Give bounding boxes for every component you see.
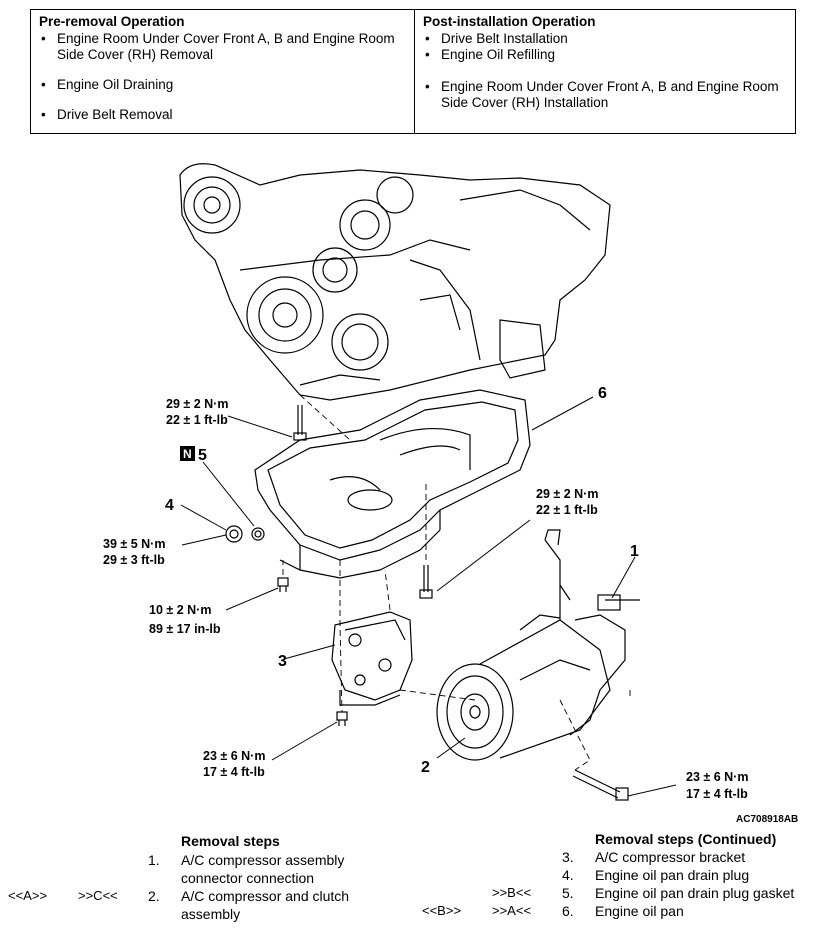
compressor-drawing <box>436 529 640 761</box>
new-part-mark-box <box>180 446 195 461</box>
torque-imperial: 17 ± 4 ft-lb <box>686 787 748 801</box>
step-number: 6. <box>562 903 574 919</box>
oil-pan-drawing <box>254 389 531 579</box>
new-part-mark: N <box>183 447 192 461</box>
step-number: 5. <box>562 885 574 901</box>
figure-id: AC708918AB <box>736 814 798 825</box>
pre-removal-title: Pre-removal Operation <box>39 14 185 29</box>
service-mark-removal: <<B>> <box>422 903 462 918</box>
leader-lines <box>180 396 677 797</box>
step-text: A/C compressor and clutch <box>181 888 350 904</box>
torque-imperial: 17 ± 4 ft-lb <box>203 765 265 779</box>
step-text: Engine oil pan <box>595 903 684 919</box>
torque-nm: 29 ± 2 N·m <box>536 487 598 501</box>
pre-removal-column: Pre-removal Operation Engine Room Under … <box>31 10 415 133</box>
post-installation-list: Drive Belt Installation Engine Oil Refil… <box>423 31 787 111</box>
torque-nm: 10 ± 2 N·m <box>149 603 211 617</box>
bracket-drawing <box>331 611 413 706</box>
pre-removal-item: Engine Room Under Cover Front A, B and E… <box>39 31 406 63</box>
step-text: A/C compressor bracket <box>595 849 746 865</box>
step-text: Engine oil pan drain plug gasket <box>595 885 795 901</box>
callout-1: 1 <box>630 543 639 560</box>
post-installation-item: Drive Belt Installation <box>423 31 787 47</box>
torque-imperial: 89 ± 17 in-lb <box>149 622 221 636</box>
callout-5: 5 <box>198 447 207 464</box>
step-text: A/C compressor assembly <box>181 852 345 868</box>
operations-table: Pre-removal Operation Engine Room Under … <box>30 9 796 134</box>
torque-nm: 23 ± 6 N·m <box>686 770 748 784</box>
pre-removal-list: Engine Room Under Cover Front A, B and E… <box>39 31 406 123</box>
post-installation-column: Post-installation Operation Drive Belt I… <box>415 10 795 133</box>
post-installation-item: Engine Oil Refilling <box>423 47 787 63</box>
service-mark-removal: <<A>> <box>8 888 48 903</box>
service-mark-installation: >>C<< <box>78 888 118 903</box>
engine-block-drawing <box>179 163 611 401</box>
step-number: 3. <box>562 849 574 865</box>
step-text: Engine oil pan drain plug <box>595 867 750 883</box>
callout-3: 3 <box>278 653 287 670</box>
callout-4: 4 <box>165 497 174 514</box>
bolts-drawing <box>225 405 629 801</box>
torque-nm: 23 ± 6 N·m <box>203 749 265 763</box>
torque-imperial: 22 ± 1 ft-lb <box>536 503 598 517</box>
step-text-continued: connector connection <box>181 870 315 886</box>
step-number: 2. <box>148 888 160 904</box>
post-installation-item: Engine Room Under Cover Front A, B and E… <box>423 79 787 111</box>
dashed-alignment-lines <box>282 394 631 771</box>
torque-nm: 29 ± 2 N·m <box>166 397 228 411</box>
step-number: 1. <box>148 852 160 868</box>
removal-steps-continued-title: Removal steps (Continued) <box>595 831 777 847</box>
removal-steps-title: Removal steps <box>181 833 280 849</box>
torque-nm: 39 ± 5 N·m <box>103 537 165 551</box>
callout-6: 6 <box>598 385 607 402</box>
step-text-continued: assembly <box>181 906 241 922</box>
step-number: 4. <box>562 867 574 883</box>
torque-imperial: 22 ± 1 ft-lb <box>166 413 228 427</box>
pre-removal-item: Drive Belt Removal <box>39 107 406 123</box>
service-mark-installation: >>A<< <box>492 903 532 918</box>
post-installation-title: Post-installation Operation <box>423 14 596 29</box>
torque-imperial: 29 ± 3 ft-lb <box>103 553 165 567</box>
service-mark-installation: >>B<< <box>492 885 532 900</box>
pre-removal-item: Engine Oil Draining <box>39 77 406 93</box>
callout-2: 2 <box>421 759 430 776</box>
